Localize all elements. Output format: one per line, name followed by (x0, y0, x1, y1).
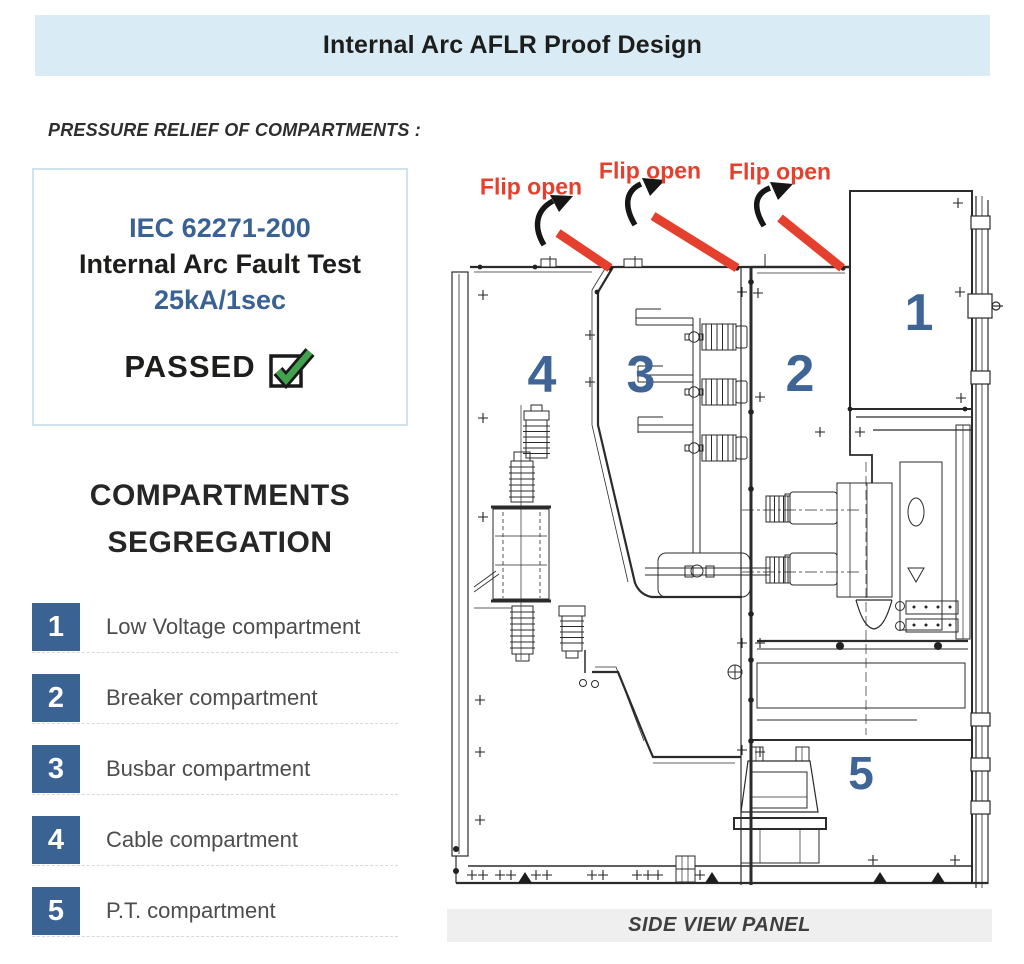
compartment-number-badge: 4 (32, 816, 80, 864)
diagram-number-1: 1 (904, 284, 934, 342)
test-name: Internal Arc Fault Test (78, 249, 362, 279)
list-item: 3 Busbar compartment (32, 745, 398, 795)
segregation-heading-line1: COMPARTMENTS (89, 479, 351, 512)
compartment-label: Low Voltage compartment (106, 614, 361, 639)
diagram-number-5: 5 (848, 747, 874, 799)
list-item: 5 P.T. compartment (32, 887, 398, 937)
test-result: PASSED (124, 349, 256, 384)
compartment-number-badge: 3 (32, 745, 80, 793)
list-item: 2 Breaker compartment (32, 674, 398, 724)
diagram-caption: SIDE VIEW PANEL (628, 914, 811, 936)
flip-open-arrows (534, 181, 772, 247)
test-result-row: PASSED (34, 344, 406, 390)
compartment-number-badge: 5 (32, 887, 80, 935)
page-title: Internal Arc AFLR Proof Design (322, 31, 703, 59)
pressure-relief-label: PRESSURE RELIEF OF COMPARTMENTS : (48, 120, 421, 140)
list-item: 1 Low Voltage compartment (32, 603, 398, 653)
segregation-heading: COMPARTMENTS SEGREGATION (20, 472, 420, 566)
list-item: 4 Cable compartment (32, 816, 398, 866)
compartment-label: Breaker compartment (106, 685, 318, 710)
compartment-label: Busbar compartment (106, 756, 311, 781)
compartment-number-badge: 1 (32, 603, 80, 651)
compartment-number-badge: 2 (32, 674, 80, 722)
test-rating: 25kA/1sec (153, 285, 287, 315)
diagram-caption-bar: SIDE VIEW PANEL (447, 909, 992, 942)
diagram-number-3: 3 (626, 346, 656, 404)
compartment-label: Cable compartment (106, 827, 298, 852)
diagram-number-4: 4 (527, 346, 557, 404)
arc-fault-test-box: IEC 62271-200 Internal Arc Fault Test 25… (32, 168, 408, 426)
checked-checkbox-icon (268, 348, 315, 390)
flip-open-label-2: Flip open (598, 157, 702, 184)
compartment-label: P.T. compartment (106, 898, 276, 923)
flip-open-label-1: Flip open (479, 173, 583, 200)
flip-open-bars (555, 212, 845, 272)
test-standard: IEC 62271-200 (129, 213, 311, 243)
diagram-number-2: 2 (785, 345, 815, 403)
compartment-legend: 1 Low Voltage compartment 2 Breaker comp… (32, 603, 398, 958)
segregation-heading-line2: SEGREGATION (107, 526, 333, 559)
page-title-bar: Internal Arc AFLR Proof Design (35, 15, 990, 76)
flip-open-label-3: Flip open (728, 158, 832, 185)
